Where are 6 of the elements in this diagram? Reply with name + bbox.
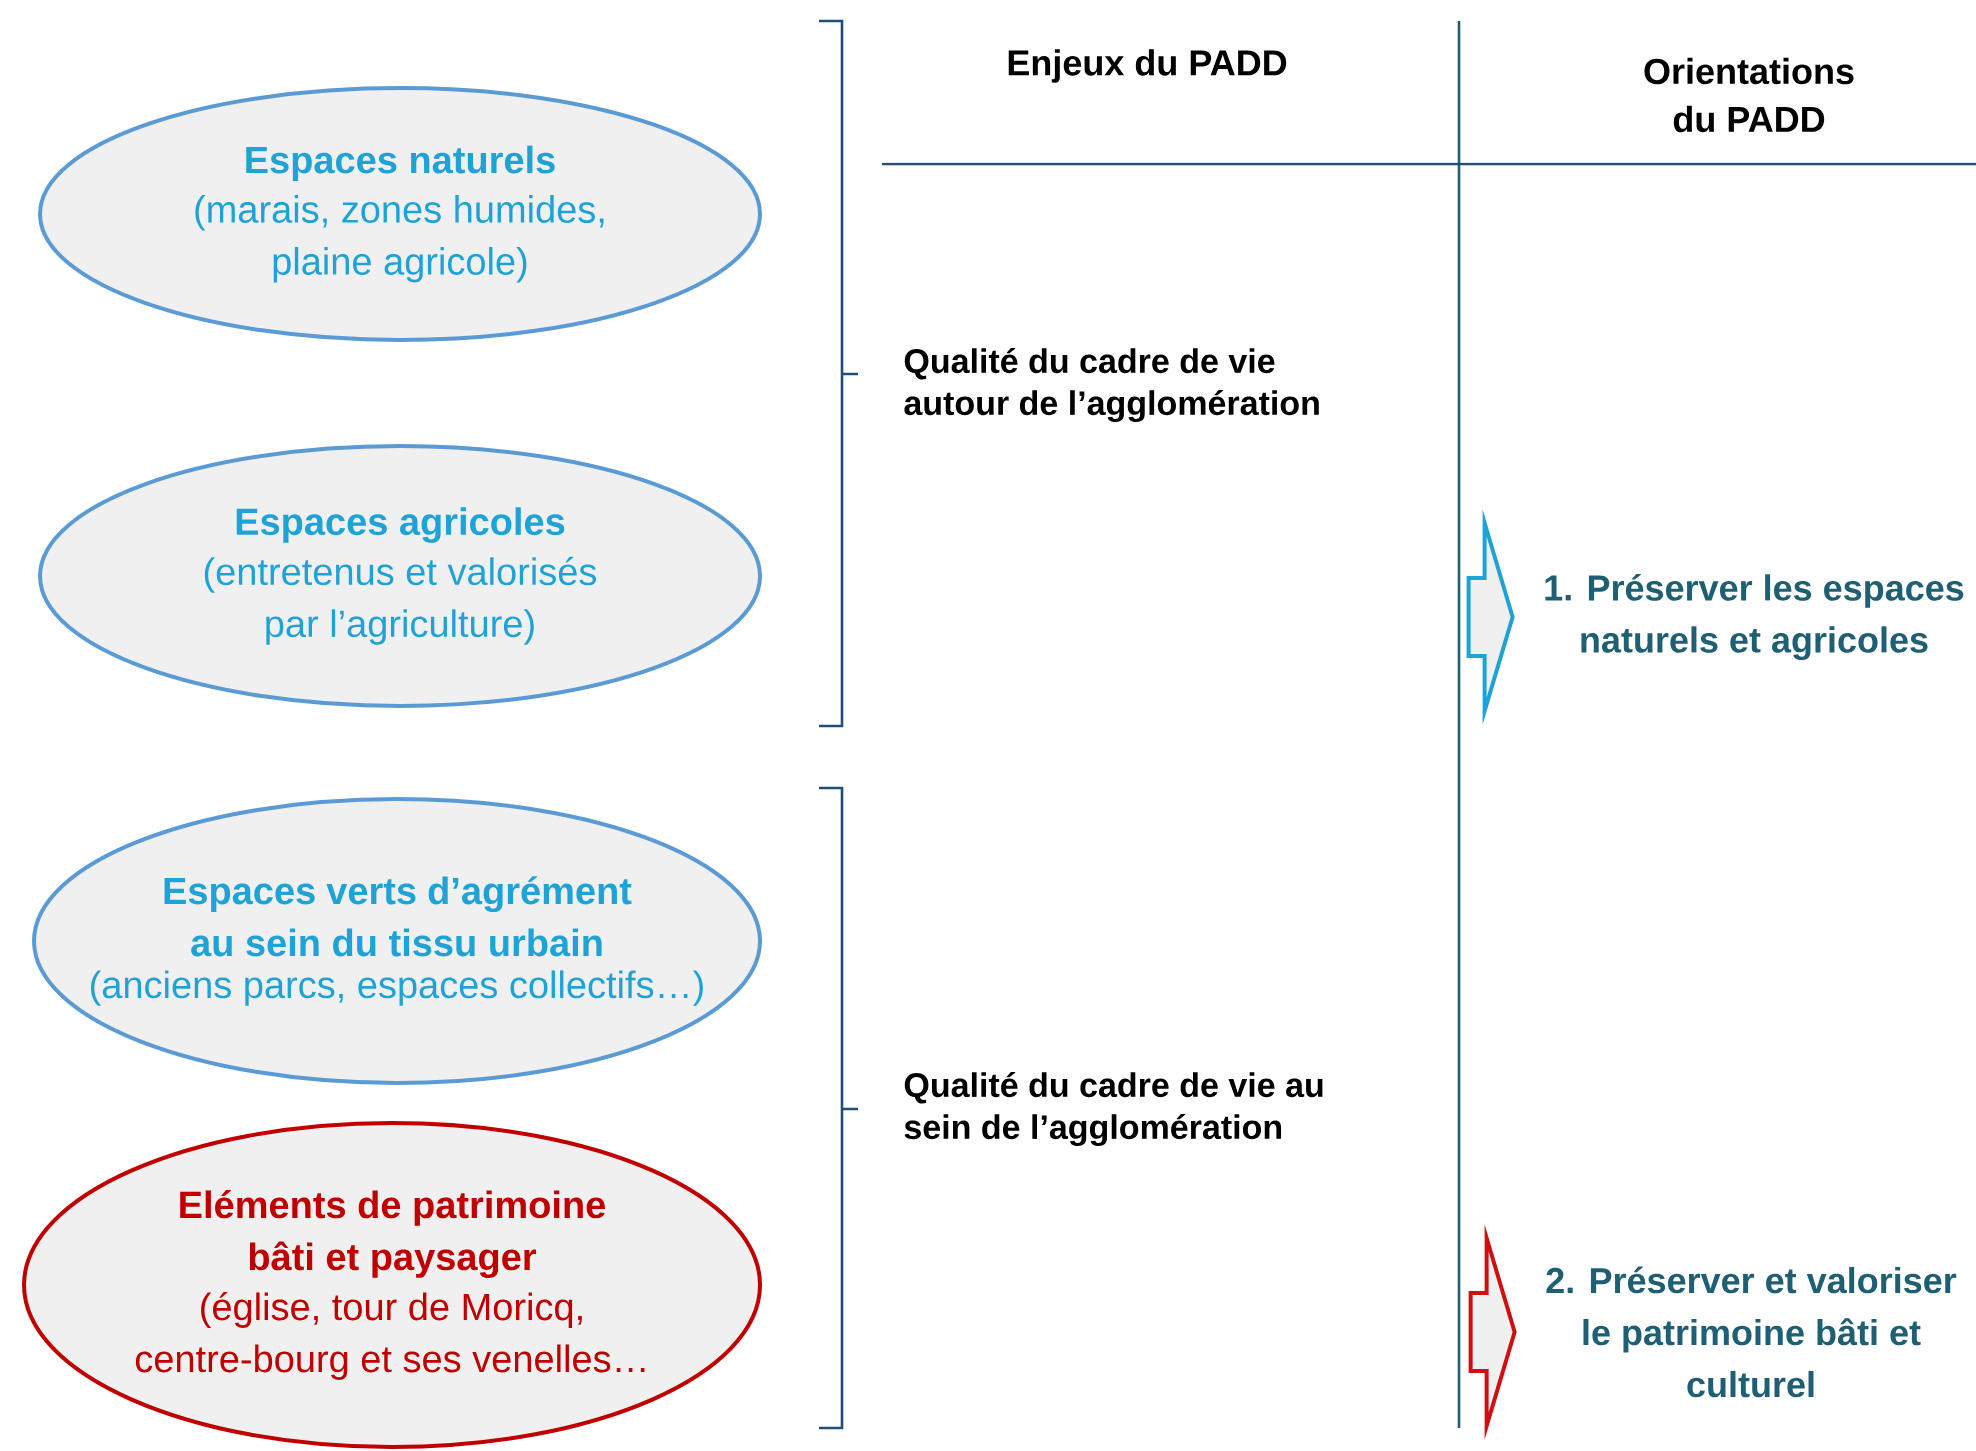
orientation-text: 2. Préserver et valoriser le patrimoine bâti et culturel — [1546, 1266, 1957, 1398]
column-heading: Enjeux du PADD — [1008, 49, 1287, 83]
issue-text: Qualité du cadre de vie autour de l’agglomération — [904, 347, 1319, 423]
issue-text: Qualité du cadre de vie au sein de l’agglomération — [904, 1071, 1323, 1147]
column-heading: Orientations du PADD — [1644, 57, 1854, 133]
orientation-text: 1. Préserver les espaces naturels et agricoles — [1545, 574, 1964, 660]
